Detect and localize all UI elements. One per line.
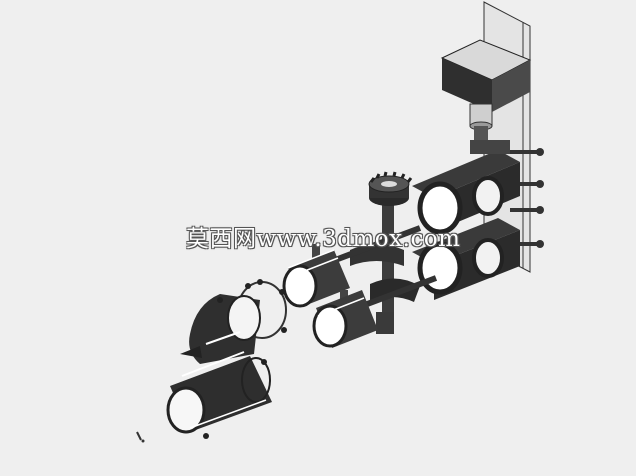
- cylinder-block: [166, 351, 272, 439]
- upper-rod-assembly: [412, 140, 520, 235]
- gear: [368, 171, 413, 206]
- motor-block: [440, 39, 532, 142]
- upper-piston: [282, 244, 350, 308]
- small-screw: [136, 431, 145, 443]
- watermark-text: 莫西网www.3dmox.com: [186, 226, 461, 252]
- cylinder-head: [180, 294, 261, 364]
- lower-piston: [312, 290, 378, 348]
